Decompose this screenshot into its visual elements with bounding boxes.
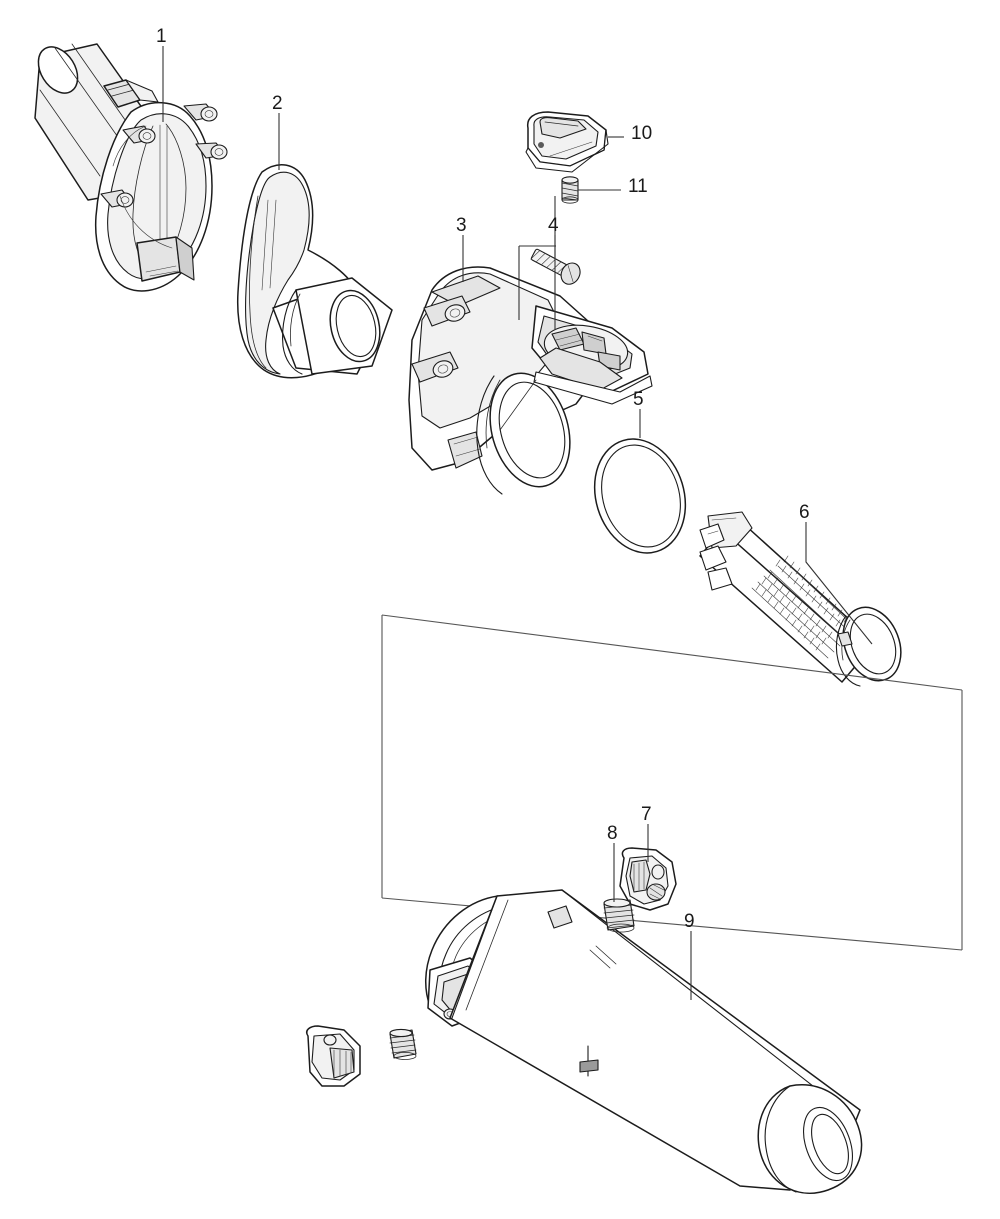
part-1-motor-assembly <box>34 43 228 292</box>
callout-label-6: 6 <box>799 502 810 523</box>
switch-trigger-assembled <box>306 1025 361 1087</box>
part-11-small-spring <box>561 176 579 204</box>
part-9-main-body-housing <box>425 889 863 1194</box>
callout-label-7: 7 <box>641 804 652 825</box>
spring-assembled <box>389 1028 417 1061</box>
leader-6 <box>805 522 873 645</box>
callout-label-8: 8 <box>607 823 618 844</box>
mesh-pattern <box>751 555 857 659</box>
callout-label-10: 10 <box>631 123 653 144</box>
assembly-boundary-frame <box>381 614 963 951</box>
callout-label-5: 5 <box>633 389 644 410</box>
part-4-tapping-screw <box>518 245 581 320</box>
part-5-o-ring <box>593 438 687 554</box>
screw-assembled <box>579 1045 599 1077</box>
part-10-switch-button-cover <box>525 111 609 173</box>
callout-label-2: 2 <box>272 93 283 114</box>
part-8-compression-spring <box>603 898 635 933</box>
part-7-switch-trigger <box>619 847 677 911</box>
callout-label-3: 3 <box>456 215 467 236</box>
callout-label-4: 4 <box>548 215 559 236</box>
callout-label-11: 11 <box>628 176 648 197</box>
callout-label-1: 1 <box>156 26 167 47</box>
part-6-mesh-filter <box>699 511 902 687</box>
callout-label-9: 9 <box>684 911 695 932</box>
part-2-nozzle-adapter <box>236 164 393 379</box>
leader-lines <box>162 46 873 1000</box>
part-3-housing-collar <box>408 266 653 495</box>
